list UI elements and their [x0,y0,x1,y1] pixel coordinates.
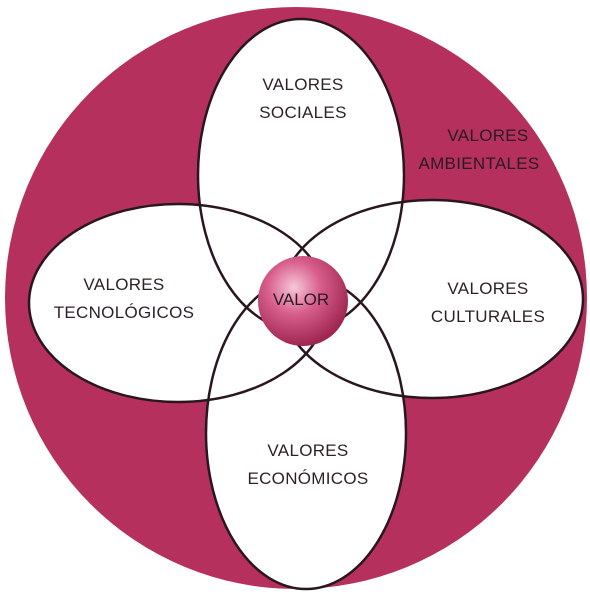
petal-right-label-line1: VALORES [447,279,528,298]
petal-bottom-label-line2: ECONÓMICOS [247,469,368,488]
petal-top-label-line2: SOCIALES [259,103,346,122]
outer-label-line2: AMBIENTALES [418,154,539,173]
petal-bottom-fill [206,277,406,589]
center-sphere [258,256,348,346]
petal-right-label-line2: CULTURALES [431,307,545,326]
center-label: VALOR [273,290,329,309]
petal-left-label-line1: VALORES [83,275,164,294]
petal-top-fill [198,19,404,331]
petal-left-label-line2: TECNOLÓGICOS [54,303,195,322]
petal-top-label-line1: VALORES [262,75,343,94]
petal-bottom-label-line1: VALORES [267,441,348,460]
outer-label-line1: VALORES [447,126,528,145]
